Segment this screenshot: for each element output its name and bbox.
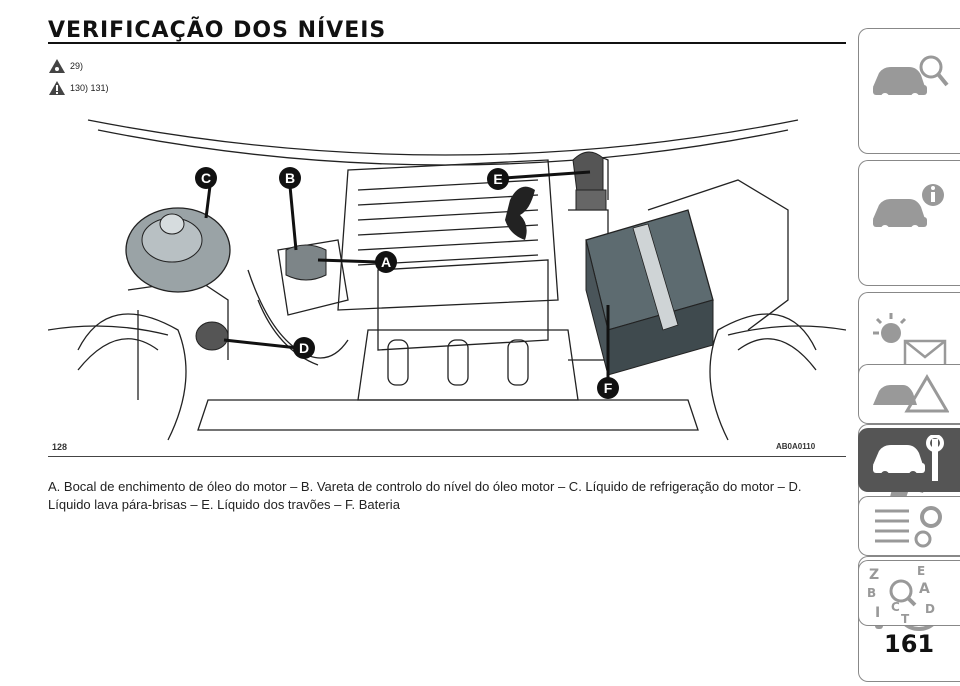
car-wrench-icon <box>873 435 944 481</box>
tab-car-info[interactable] <box>858 160 960 286</box>
warning-triangle-icon <box>49 81 65 95</box>
callout-f: F <box>604 380 613 396</box>
tab-emergency[interactable] <box>858 364 960 424</box>
tab-car-search[interactable] <box>858 28 960 154</box>
car-magnifier-icon <box>873 55 949 101</box>
engine-bay-illustration: C B A D E F <box>48 119 846 441</box>
engine-figure: C B A D E F <box>48 100 846 456</box>
callout-b: B <box>285 170 295 186</box>
warning-car-icon <box>873 374 949 413</box>
car-info-icon <box>873 184 944 233</box>
tab-maintenance[interactable] <box>858 428 960 492</box>
svg-text:E: E <box>917 564 925 578</box>
tab-technical-data[interactable] <box>858 496 960 556</box>
list-gear-icon <box>875 506 942 548</box>
reference-line-2: 130) 131) <box>48 80 109 96</box>
svg-text:T: T <box>901 612 910 623</box>
svg-text:C: C <box>891 600 900 614</box>
svg-text:B: B <box>867 586 876 600</box>
callout-d: D <box>299 340 309 356</box>
figure-rule <box>48 456 846 457</box>
light-envelope-icon <box>873 313 947 369</box>
callout-e: E <box>493 171 502 187</box>
callout-a: A <box>381 254 391 270</box>
callout-c: C <box>201 170 211 186</box>
reference-numbers-1: 29) <box>70 61 84 71</box>
svg-text:I: I <box>875 605 880 621</box>
svg-text:Z: Z <box>869 567 879 583</box>
page-title: VERIFICAÇÃO DOS NÍVEIS <box>48 18 387 43</box>
mechanic-warning-icon <box>49 59 65 73</box>
title-rule <box>48 42 846 44</box>
page-number: 161 <box>884 630 935 658</box>
tab-index[interactable]: Z E B A C D I T <box>858 560 960 626</box>
svg-text:D: D <box>925 602 935 616</box>
svg-text:A: A <box>919 581 930 597</box>
reference-line-1: 29) <box>48 58 83 74</box>
figure-number: 128 <box>52 442 68 452</box>
index-letters-icon: Z E B A C D I T <box>867 564 935 623</box>
figure-caption: A. Bocal de enchimento de óleo do motor … <box>48 479 802 512</box>
figure-code: AB0A0110 <box>776 442 816 451</box>
reference-numbers-2: 130) 131) <box>70 83 109 93</box>
